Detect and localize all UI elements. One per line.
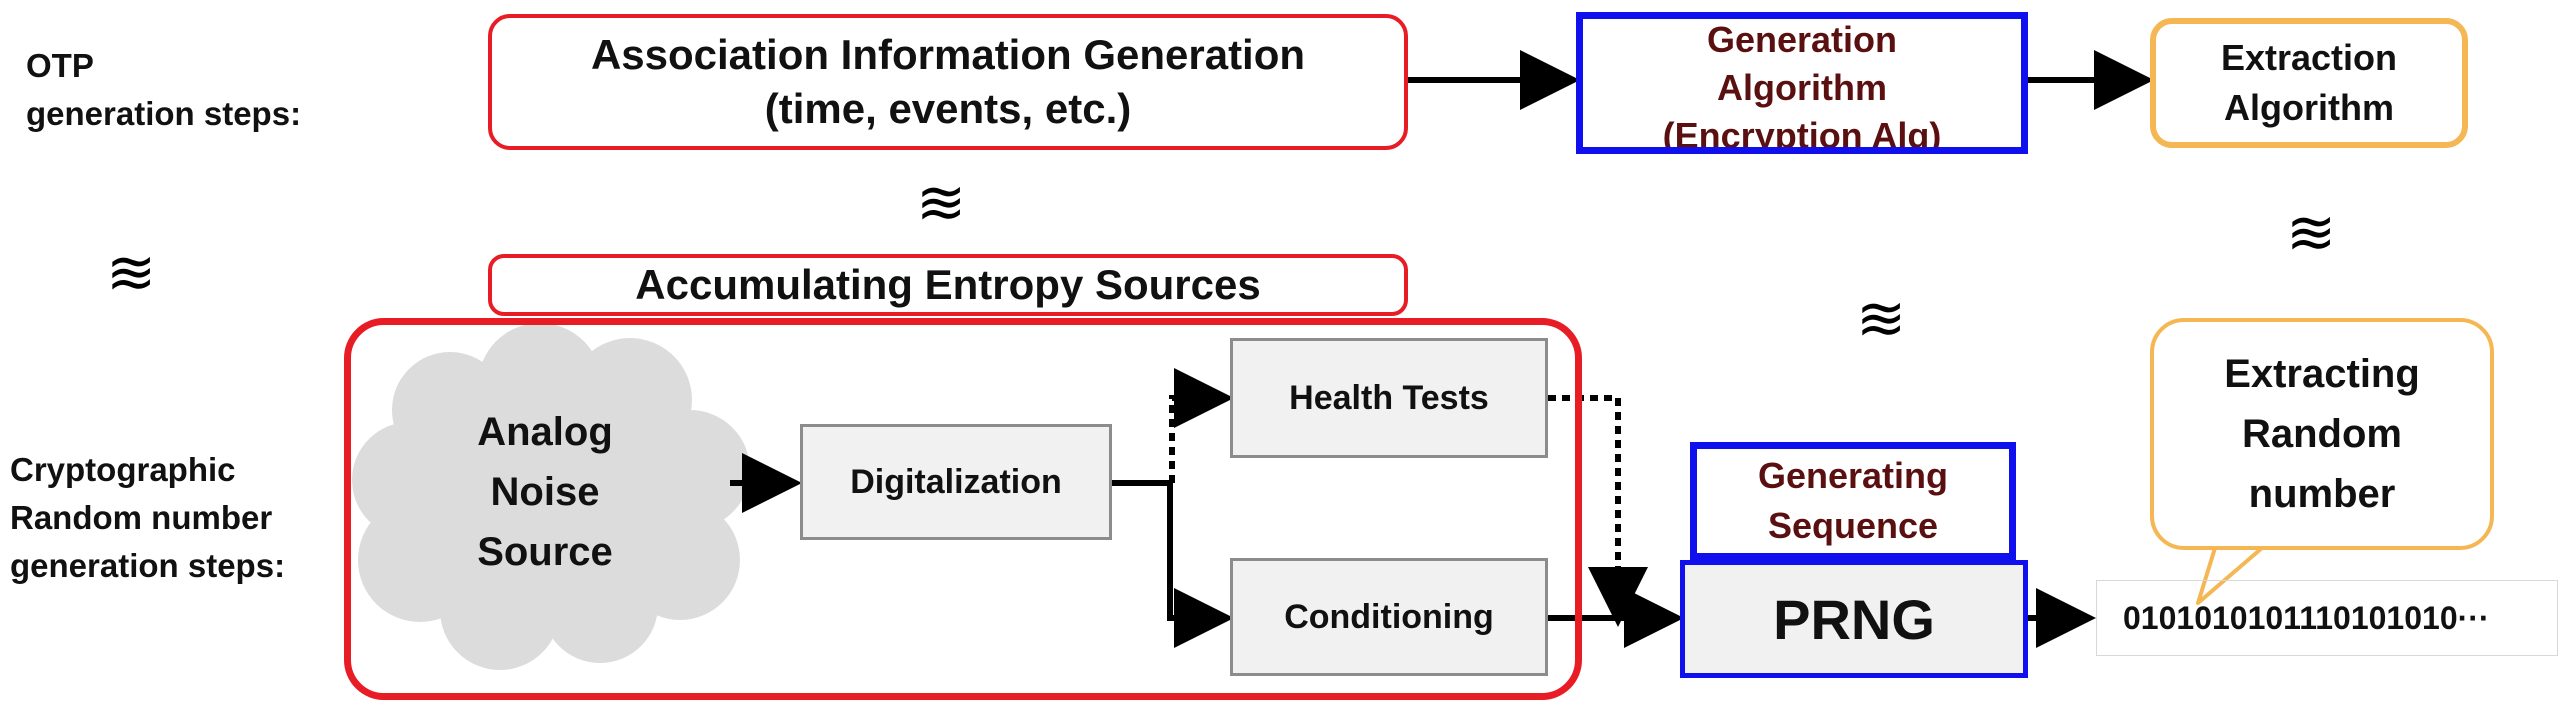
extracting-line3: number <box>2248 472 2396 516</box>
prng-label: PRNG <box>1773 587 1935 651</box>
arrow-health-tests-to-prng <box>1548 395 1648 627</box>
entropy-sources-container <box>344 318 1582 700</box>
arrow-digitalization-to-conditioning <box>1112 480 1234 648</box>
conditioning-label: Conditioning <box>1284 598 1494 636</box>
generating-line1: Generating <box>1757 455 1949 496</box>
output-bits-label: 0101010101110101010··· <box>2123 599 2490 636</box>
health-tests-box: Health Tests <box>1230 338 1548 458</box>
accumulating-label: Accumulating Entropy Sources <box>635 261 1261 308</box>
digitalization-label: Digitalization <box>850 463 1062 501</box>
arrow-digitalization-to-health-tests <box>1169 368 1234 483</box>
extracting-line2: Random <box>2241 412 2402 456</box>
approx-symbol-otp-row: ≋ <box>106 238 157 308</box>
crypto-row-label-line2: Random number <box>10 499 273 536</box>
generating-line2: Sequence <box>1767 505 1939 546</box>
extracting-random-bubble: Extracting Random number <box>2150 318 2494 550</box>
noise-line2: Noise <box>490 470 600 514</box>
generation-algorithm-box: Generation Algorithm (Encryption Alg) <box>1576 12 2028 154</box>
prng-box: PRNG <box>1680 560 2028 678</box>
crypto-row-label-line3: generation steps: <box>10 547 286 584</box>
noise-cloud-shape <box>352 323 750 670</box>
generation-line3: (Encryption Alg) <box>1662 115 1942 154</box>
accumulating-entropy-box: Accumulating Entropy Sources <box>488 254 1408 316</box>
extraction-line2: Algorithm <box>2224 87 2394 128</box>
approx-symbol-generation: ≋ <box>1856 284 1907 354</box>
digitalization-box: Digitalization <box>800 424 1112 540</box>
generating-sequence-box: Generating Sequence <box>1690 442 2016 560</box>
extracting-line1: Extracting <box>2224 352 2420 396</box>
speech-bubble-tail <box>2196 546 2264 605</box>
health-tests-label: Health Tests <box>1289 379 1489 417</box>
approx-symbol-association: ≋ <box>916 168 967 238</box>
extraction-line1: Extraction <box>2220 37 2398 78</box>
crypto-row-label: Cryptographic Random number generation s… <box>10 446 285 590</box>
generation-line1: Generation <box>1706 19 1898 60</box>
noise-line1: Analog <box>477 410 613 454</box>
conditioning-box: Conditioning <box>1230 558 1548 676</box>
otp-row-label: OTP generation steps: <box>26 42 301 138</box>
crypto-row-label-line1: Cryptographic <box>10 451 236 488</box>
extraction-algorithm-box: Extraction Algorithm <box>2150 18 2468 148</box>
otp-row-label-line1: OTP <box>26 47 94 84</box>
association-line2: (time, events, etc.) <box>764 85 1132 132</box>
association-information-box: Association Information Generation (time… <box>488 14 1408 150</box>
output-bits-box: 0101010101110101010··· <box>2096 580 2558 656</box>
otp-row-label-line2: generation steps: <box>26 95 302 132</box>
generation-line2: Algorithm <box>1717 67 1887 108</box>
approx-symbol-extraction: ≋ <box>2286 198 2337 268</box>
association-line1: Association Information Generation <box>590 31 1306 78</box>
noise-line3: Source <box>477 530 613 574</box>
noise-source-label: Analog Noise Source <box>420 402 670 582</box>
